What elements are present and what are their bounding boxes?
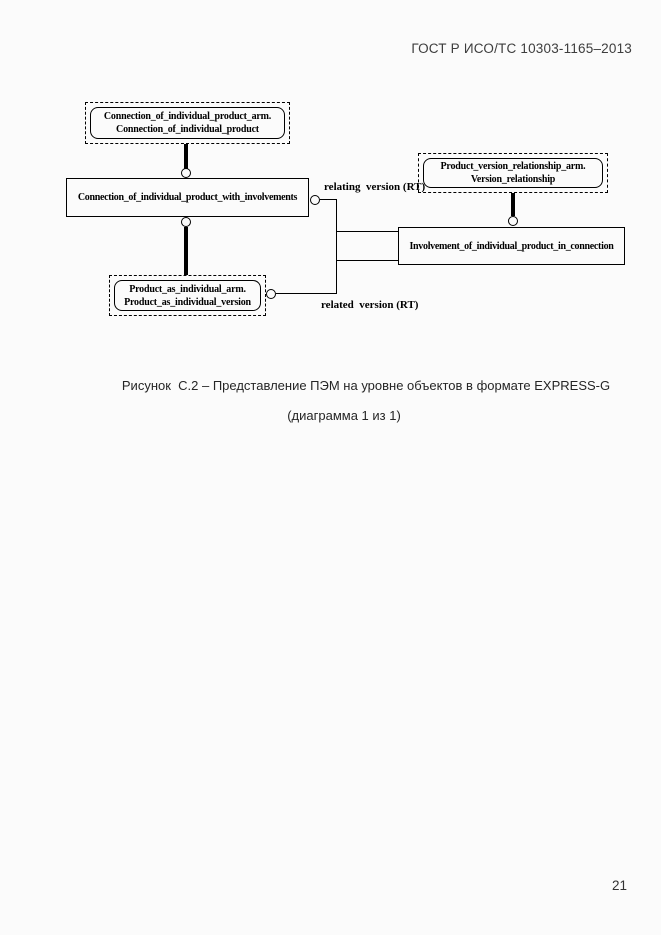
schema-ref-label: Product_version_relationship_arm. Versio… bbox=[423, 158, 603, 188]
line-relating-into-box bbox=[337, 231, 398, 232]
relating-version-label: relating version (RT) bbox=[324, 181, 426, 193]
circle-bottomref-right bbox=[266, 289, 276, 299]
figure-caption: Рисунок С.2 – Представление ПЭМ на уровн… bbox=[121, 378, 611, 393]
entity-involvement-in-connection: Involvement_of_individual_product_in_con… bbox=[398, 227, 625, 265]
schema-ref-line2: Product_as_individual_version bbox=[124, 296, 251, 308]
figure-caption-subline: (диаграмма 1 из 1) bbox=[287, 408, 401, 423]
express-g-diagram: Connection_of_individual_product_arm. Co… bbox=[0, 0, 661, 340]
link-rightref-to-involvement bbox=[511, 193, 515, 216]
schema-ref-line1: Product_version_relationship_arm. bbox=[440, 161, 586, 172]
circle-main-top bbox=[181, 168, 191, 178]
line-related-horizontal bbox=[276, 293, 336, 294]
schema-ref-label: Product_as_individual_arm. Product_as_in… bbox=[114, 280, 261, 311]
circle-main-bottom bbox=[181, 217, 191, 227]
circle-involvement-top bbox=[508, 216, 518, 226]
page-header: ГОСТ Р ИСО/ТС 10303-1165–2013 bbox=[411, 41, 632, 56]
schema-ref-product-as-individual: Product_as_individual_arm. Product_as_in… bbox=[109, 275, 266, 316]
schema-ref-connection-of-individual-product: Connection_of_individual_product_arm. Co… bbox=[85, 102, 290, 144]
related-version-label: related version (RT) bbox=[321, 299, 419, 311]
page-number: 21 bbox=[612, 878, 628, 893]
schema-ref-line2: Connection_of_individual_product bbox=[116, 124, 259, 135]
entity-label: Connection_of_individual_product_with_in… bbox=[77, 192, 298, 203]
line-related-into-box bbox=[337, 260, 398, 261]
schema-ref-product-version-relationship: Product_version_relationship_arm. Versio… bbox=[418, 153, 608, 193]
schema-ref-line1: Product_as_individual_arm. bbox=[129, 283, 246, 295]
entity-connection-with-involvements: Connection_of_individual_product_with_in… bbox=[66, 178, 309, 217]
line-relating-horizontal bbox=[320, 199, 337, 200]
link-topref-to-main bbox=[184, 144, 188, 169]
schema-ref-label: Connection_of_individual_product_arm. Co… bbox=[90, 107, 285, 139]
schema-ref-line2: Version_relationship bbox=[470, 174, 556, 185]
circle-main-right bbox=[310, 195, 320, 205]
link-main-to-bottomref bbox=[184, 227, 188, 275]
entity-label: Involvement_of_individual_product_in_con… bbox=[409, 240, 614, 252]
schema-ref-line1: Connection_of_individual_product_arm. bbox=[103, 111, 272, 122]
line-attribute-trunk bbox=[336, 199, 337, 294]
